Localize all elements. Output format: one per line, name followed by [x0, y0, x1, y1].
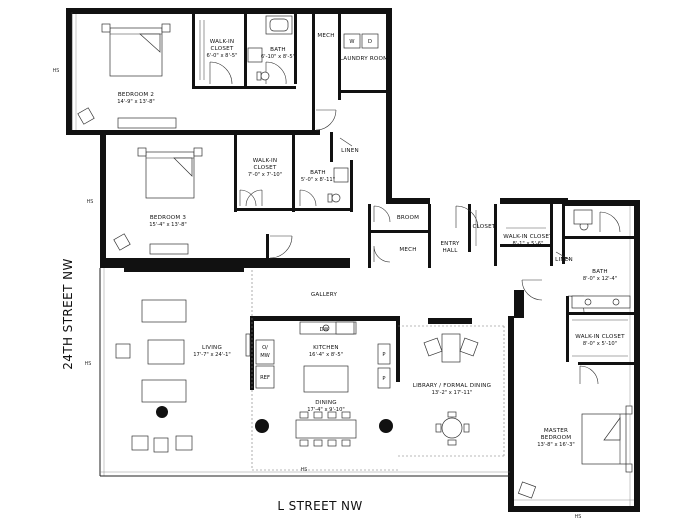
- bedroom3-dim: 15'-4" x 13'-8": [149, 222, 187, 228]
- kitchen-name: KITCHEN: [313, 345, 339, 351]
- laundry-name: LAUNDRY ROOM: [340, 56, 388, 62]
- dining-dim: 17'-4" x 9'-10": [307, 407, 345, 413]
- bedroom3-name: BEDROOM 3: [150, 215, 187, 221]
- wic2-name: WALK-IN: [253, 158, 278, 164]
- bath1-name: BATH: [270, 47, 286, 53]
- master-name: MASTER: [544, 428, 568, 434]
- wic2-dim: 7'-0" x 7'-10": [248, 172, 282, 178]
- closet-name: CLOSET: [473, 224, 496, 230]
- mech1-name: MECH: [317, 33, 334, 39]
- room-labels: BEDROOM 2 14'-9" x 13'-8" WALK-IN CLOSET…: [117, 33, 625, 448]
- hs-mark-5: HS: [575, 514, 582, 520]
- street-west-label: 24TH STREET NW: [61, 258, 75, 369]
- bath1-dim: 6'-10" x 8'-5": [261, 54, 295, 60]
- bath3-dim: 8'-0" x 12'-4": [583, 276, 617, 282]
- wic4-dim: 8'-0" x 5'-10": [583, 341, 617, 347]
- bedroom2-name: BEDROOM 2: [118, 92, 154, 98]
- wic1-name2: CLOSET: [211, 46, 234, 52]
- bath2-name: BATH: [310, 170, 326, 176]
- master-dim: 13'-8" x 16'-3": [537, 442, 575, 448]
- kitchen-dim: 16'-4" x 8'-5": [309, 352, 343, 358]
- hs-mark-2: HS: [87, 199, 94, 205]
- living-dim: 17'-7" x 24'-1": [193, 352, 231, 358]
- appliance-labels: DW O/ MW REF P P: [260, 327, 386, 382]
- door-swings: [209, 61, 621, 385]
- bath2-dim: 5'-0" x 8'-11": [301, 177, 335, 183]
- exterior-walls: [66, 8, 640, 512]
- wic1-name: WALK-IN: [210, 39, 235, 45]
- window-lines: [71, 12, 634, 506]
- wic3-name: WALK-IN CLOSET: [503, 234, 553, 240]
- refrigerator-label: REF: [260, 375, 270, 381]
- library-name: LIBRARY / FORMAL DINING: [413, 383, 491, 389]
- pantry1-label: P: [382, 352, 385, 358]
- mech2-name: MECH: [399, 247, 416, 253]
- entry-name2: HALL: [442, 248, 458, 254]
- wic2-name2: CLOSET: [254, 165, 277, 171]
- hs-mark-3: HS: [85, 361, 92, 367]
- bedroom2-dim: 14'-9" x 13'-8": [117, 99, 155, 105]
- interior-walls: [106, 14, 634, 390]
- dining-name: DINING: [315, 400, 337, 406]
- dishwasher-label: DW: [319, 327, 328, 333]
- linen1-name: LINEN: [341, 148, 359, 154]
- living-name: LIVING: [202, 345, 222, 351]
- linen2-name: LINEN: [555, 257, 573, 263]
- gallery-name: GALLERY: [311, 292, 338, 298]
- bath3-name: BATH: [592, 269, 608, 275]
- wic4-name: WALK-IN CLOSET: [575, 334, 625, 340]
- zone-lines: [251, 270, 505, 471]
- library-dim: 13'-2" x 17'-11": [432, 390, 473, 396]
- washer-label: W: [349, 39, 354, 45]
- dryer-label: D: [368, 39, 372, 45]
- wic1-dim: 6'-0" x 8'-5": [207, 53, 238, 59]
- wic3-dim: 8'-1" x 5'-6": [513, 241, 544, 247]
- master-name2: BEDROOM: [541, 435, 572, 441]
- hs-mark-1: HS: [53, 68, 60, 74]
- hs-marks: HS HS HS HS HS: [53, 68, 582, 520]
- oven-label: O/: [262, 345, 268, 351]
- broom-name: BROOM: [397, 215, 419, 221]
- furniture: [77, 15, 633, 499]
- microwave-label: MW: [260, 353, 270, 359]
- street-south-label: L STREET NW: [277, 499, 362, 513]
- pantry2-label: P: [382, 376, 385, 382]
- entry-name: ENTRY: [440, 241, 459, 247]
- hs-mark-4: HS: [301, 467, 308, 473]
